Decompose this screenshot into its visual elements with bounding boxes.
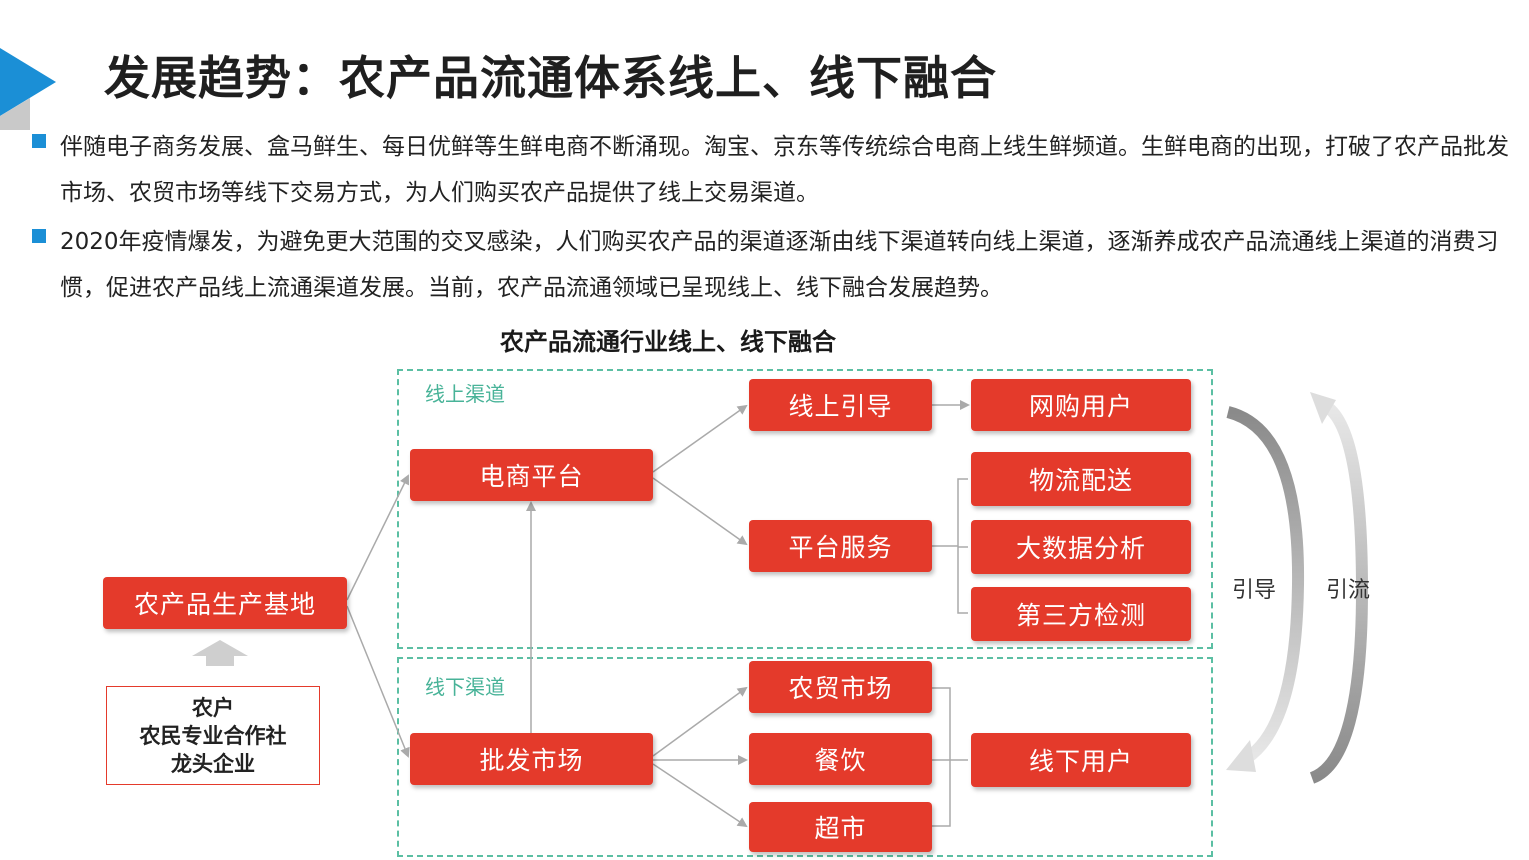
drain-label: 引流 xyxy=(1326,578,1371,603)
bullet-square-icon xyxy=(32,229,46,243)
online-zone-label: 线上渠道 xyxy=(425,382,505,406)
node-base: 农产品生产基地 xyxy=(103,577,347,629)
node-thirdparty: 第三方检测 xyxy=(971,587,1191,641)
node-catering: 餐饮 xyxy=(749,733,932,785)
source-line-3: 龙头企业 xyxy=(171,751,255,776)
bullet-text: 伴随电子商务发展、盒马鲜生、每日优鲜等生鲜电商不断涌现。淘宝、京东等传统综合电商… xyxy=(60,134,1509,206)
source-line-1: 农户 xyxy=(192,695,234,720)
source-line-2: 农民专业合作社 xyxy=(139,723,287,748)
source-box: 农户 农民专业合作社 龙头企业 xyxy=(106,686,320,785)
bullet-square-icon xyxy=(32,134,46,148)
node-supermarket: 超市 xyxy=(749,802,932,852)
online-zone xyxy=(397,369,1213,649)
offline-zone-label: 线下渠道 xyxy=(425,675,505,699)
offline-zone xyxy=(397,657,1213,857)
title-arrow-icon xyxy=(0,48,56,130)
guide-label: 引导 xyxy=(1232,578,1277,603)
diagram-title: 农产品流通行业线上、线下融合 xyxy=(500,328,836,356)
node-bigdata: 大数据分析 xyxy=(971,520,1191,574)
node-online-user: 网购用户 xyxy=(971,379,1191,431)
guide-curve-arrow xyxy=(1226,406,1305,768)
node-wholesale: 批发市场 xyxy=(410,733,653,785)
up-arrow-icon xyxy=(192,640,248,666)
node-logistics: 物流配送 xyxy=(971,452,1191,506)
bullet-item-1: 伴随电子商务发展、盒马鲜生、每日优鲜等生鲜电商不断涌现。淘宝、京东等传统综合电商… xyxy=(32,124,1522,216)
page-title: 发展趋势：农产品流通体系线上、线下融合 xyxy=(104,51,997,105)
node-online-guide: 线上引导 xyxy=(749,379,932,431)
node-farmers-market: 农贸市场 xyxy=(749,661,932,713)
node-platform-service: 平台服务 xyxy=(749,520,932,572)
node-ecommerce: 电商平台 xyxy=(410,449,653,501)
bullet-item-2: 2020年疫情爆发，为避免更大范围的交叉感染，人们购买农产品的渠道逐渐由线下渠道… xyxy=(32,219,1522,311)
node-offline-user: 线下用户 xyxy=(971,733,1191,787)
bullet-text: 2020年疫情爆发，为避免更大范围的交叉感染，人们购买农产品的渠道逐渐由线下渠道… xyxy=(60,229,1499,301)
drain-curve-arrow xyxy=(1309,398,1369,784)
